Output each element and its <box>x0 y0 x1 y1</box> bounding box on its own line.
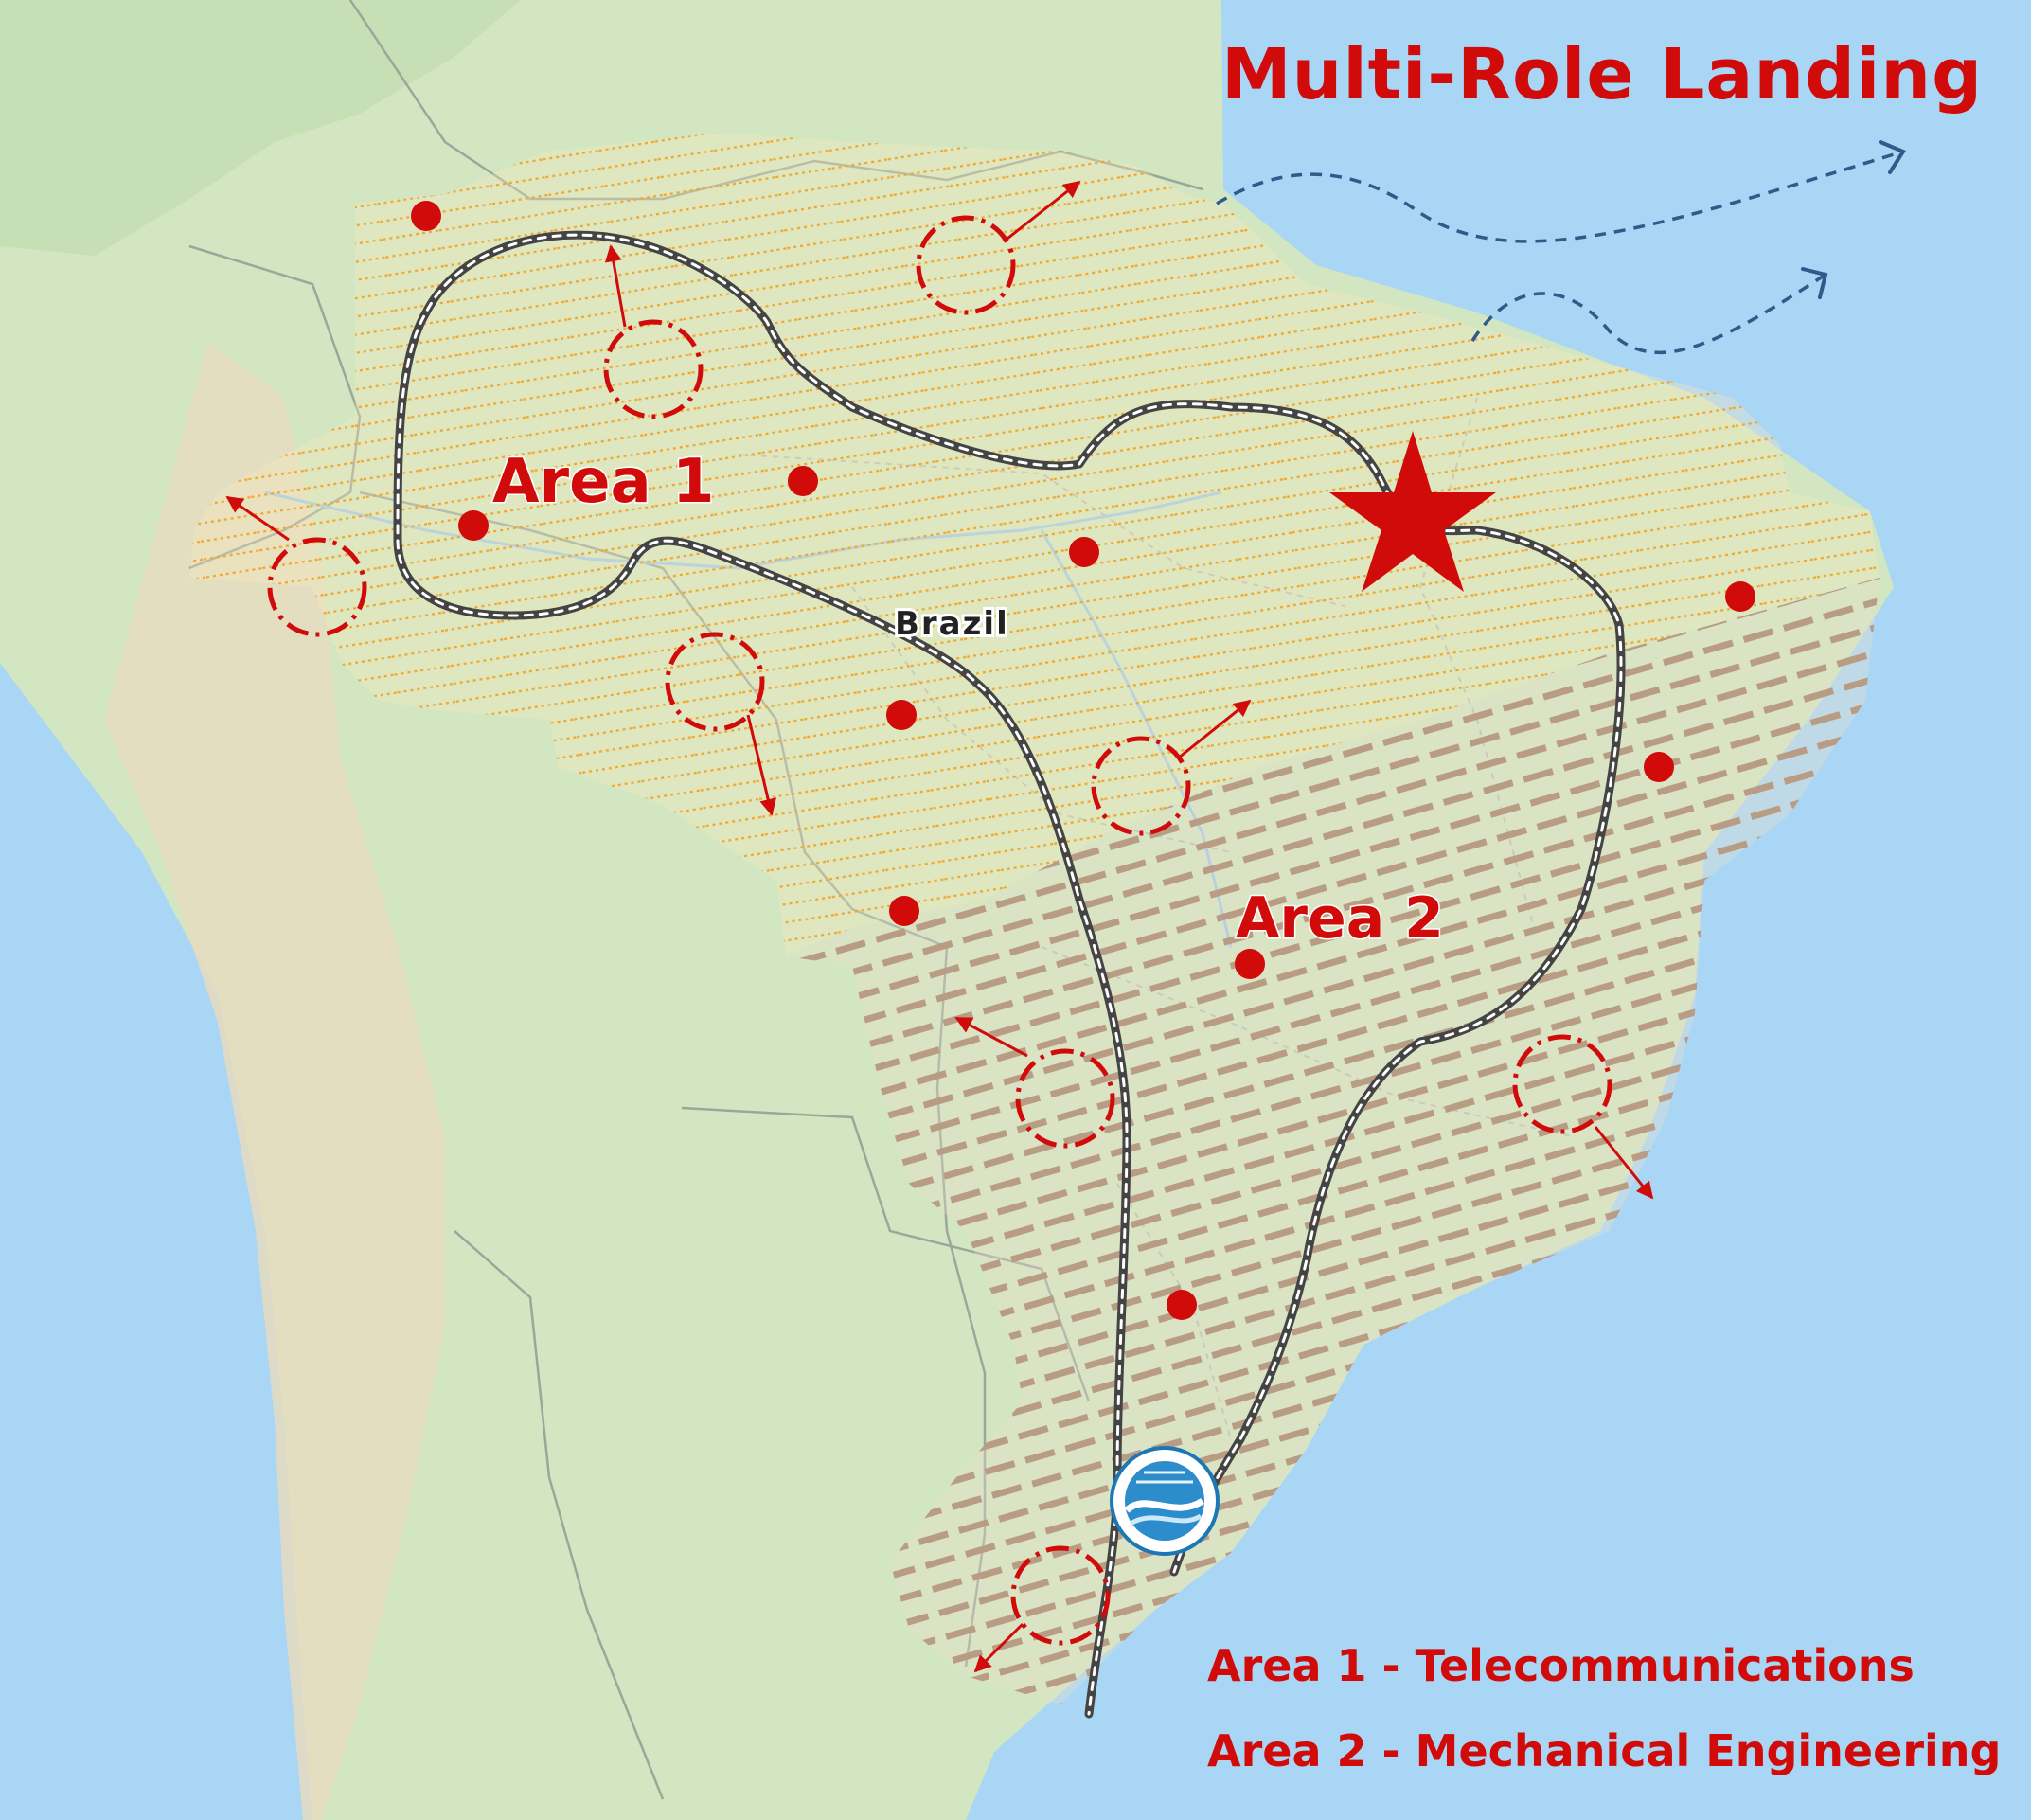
andes-relief <box>104 341 445 1820</box>
sea-route-arrow <box>1216 150 1904 243</box>
site-marker <box>889 896 919 926</box>
direction-arrow <box>1178 699 1252 759</box>
direction-arrow <box>1003 180 1081 243</box>
direction-arrow <box>746 714 777 816</box>
direction-arrow <box>225 495 290 542</box>
site-marker <box>886 700 917 730</box>
area-2-hatching <box>786 578 1880 1704</box>
range-ring <box>916 215 1016 315</box>
range-ring <box>1015 1048 1115 1149</box>
star-marker-icon <box>1329 431 1496 592</box>
site-marker <box>1235 949 1265 979</box>
range-rings <box>267 215 1612 1646</box>
sea-route-arrows <box>1216 150 1904 355</box>
organization-emblem-icon <box>1110 1446 1220 1556</box>
site-marker <box>1069 537 1099 567</box>
direction-arrows <box>225 180 1654 1673</box>
range-ring <box>665 632 765 732</box>
site-markers <box>411 201 1755 1320</box>
range-ring <box>267 537 367 637</box>
range-ring <box>1091 736 1191 836</box>
direction-arrow <box>973 1622 1024 1673</box>
range-ring <box>1010 1545 1111 1646</box>
area-1-hatching <box>189 133 1880 956</box>
direction-arrow <box>1594 1126 1654 1200</box>
sea-route-arrow <box>1470 273 1826 355</box>
site-marker <box>1167 1290 1197 1320</box>
site-marker <box>1725 581 1755 612</box>
route-loops <box>393 230 1626 1719</box>
direction-arrow <box>604 244 627 328</box>
direction-arrow <box>954 1016 1028 1058</box>
site-marker <box>458 510 489 541</box>
caribbean-coast-land <box>0 0 521 256</box>
legend-area-2: Area 2 - Mechanical Engineering <box>1207 1725 2002 1776</box>
legend-area-1: Area 1 - Telecommunications <box>1207 1640 1915 1691</box>
range-ring <box>1512 1034 1612 1134</box>
site-marker <box>411 201 441 231</box>
site-marker <box>788 466 818 496</box>
map-title: Multi-Role Landing <box>1221 34 1984 116</box>
range-ring <box>603 319 704 419</box>
site-marker <box>1644 752 1674 782</box>
